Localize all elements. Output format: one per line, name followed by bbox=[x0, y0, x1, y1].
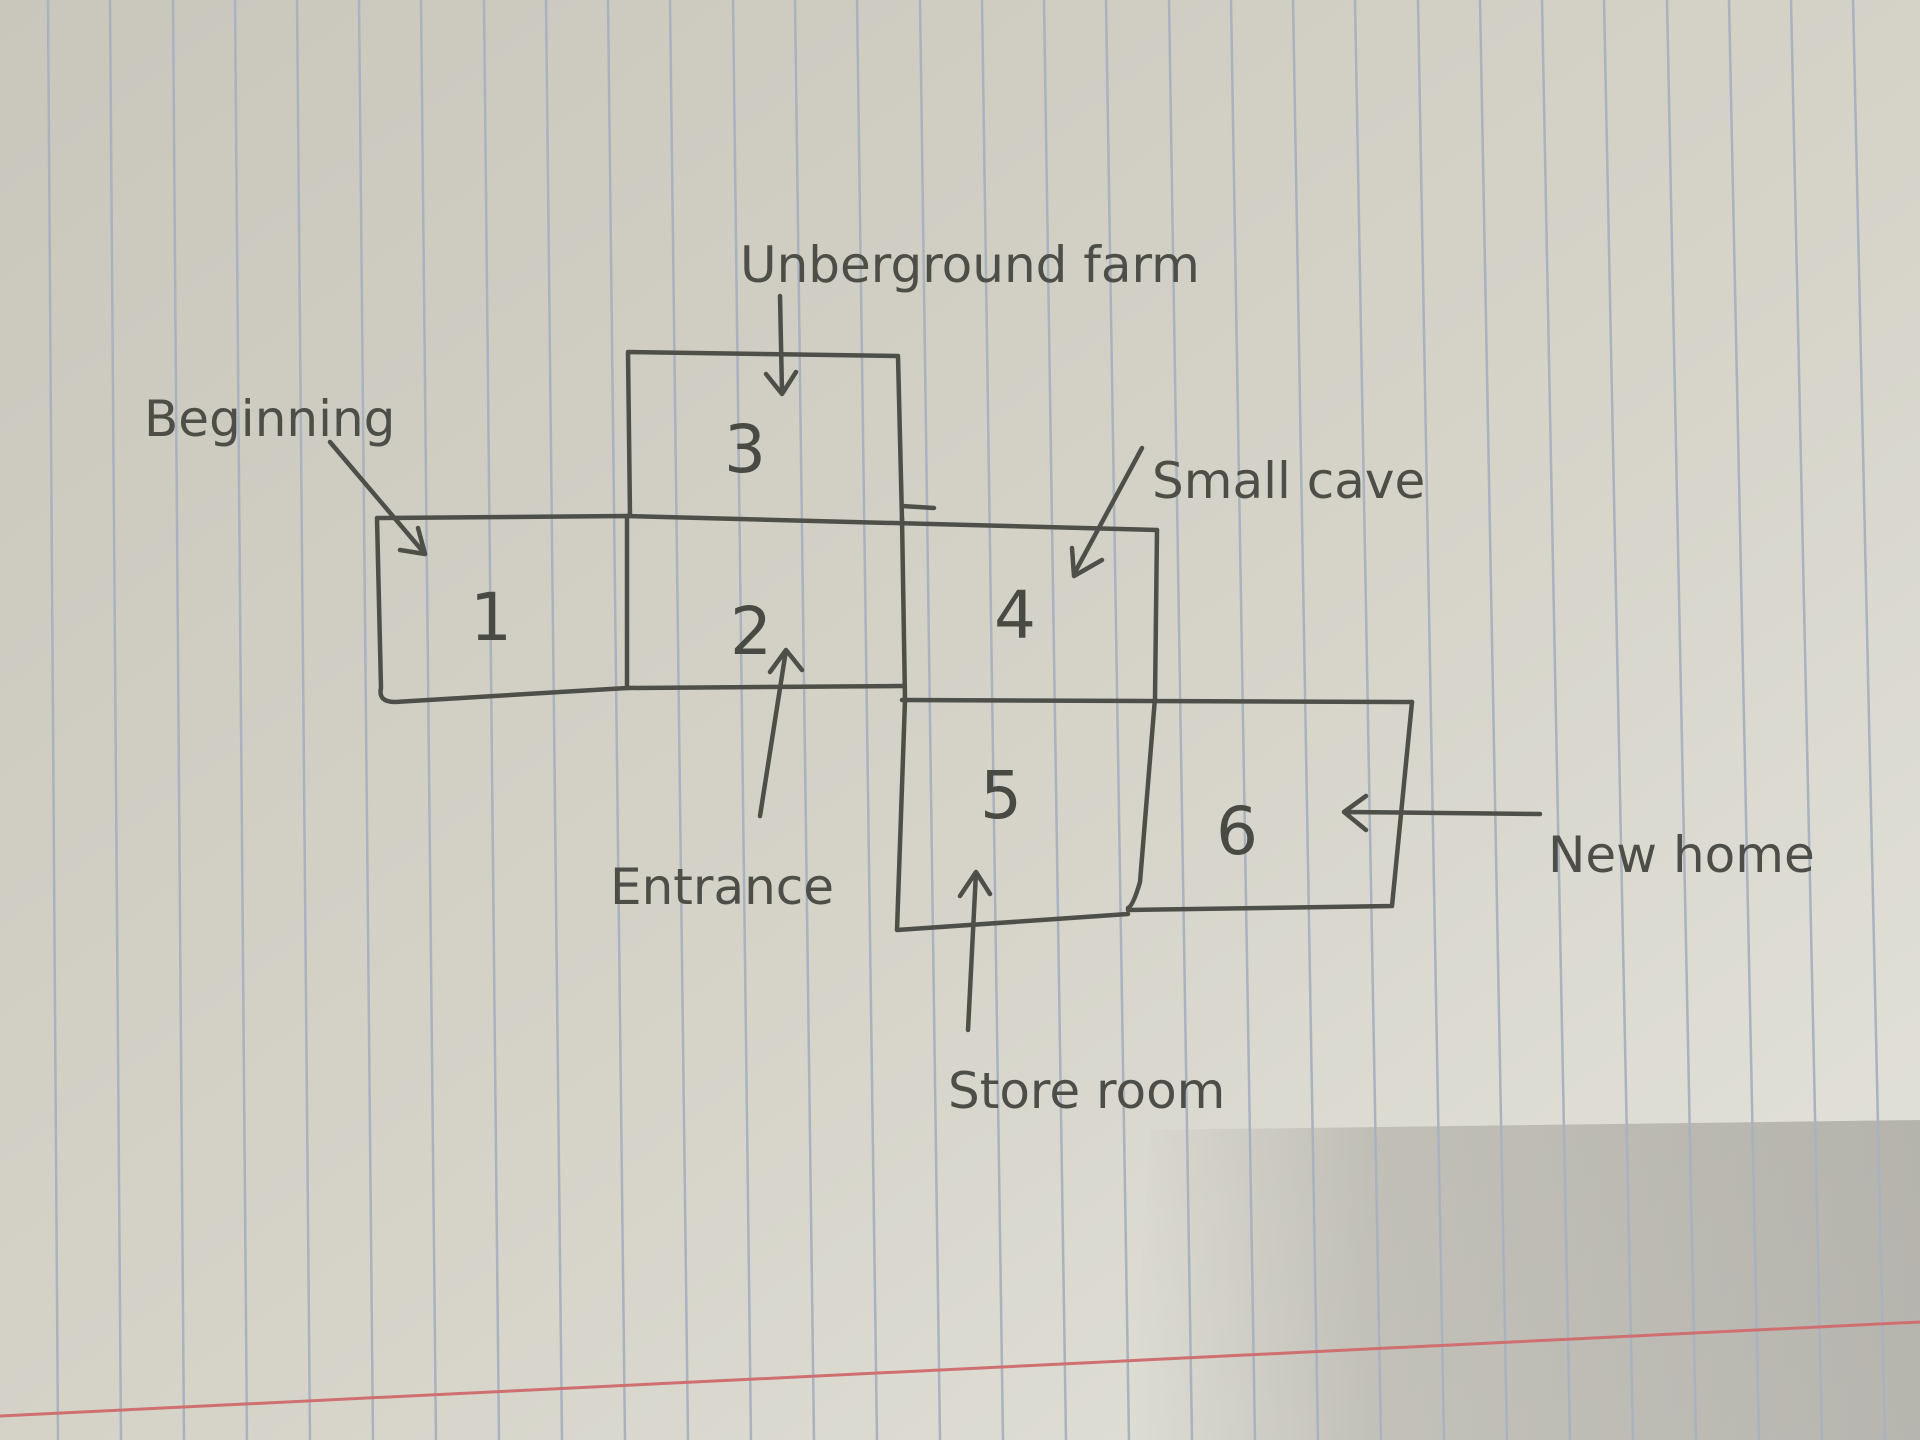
label-store-room: Store room bbox=[948, 1062, 1225, 1120]
label-underground-farm: Unberground farm bbox=[740, 236, 1200, 294]
label-small-cave: Small cave bbox=[1152, 452, 1425, 510]
room-numbers: 1 2 3 4 5 6 bbox=[470, 411, 1258, 870]
room-box-3 bbox=[625, 349, 905, 523]
room-box-5 bbox=[894, 697, 1131, 933]
room-box-5-6-top bbox=[899, 697, 1415, 705]
rule-lines bbox=[46, 0, 1887, 1440]
room-number-1: 1 bbox=[470, 579, 512, 656]
small-cave-arrow bbox=[1069, 445, 1145, 579]
room-number-4: 4 bbox=[994, 577, 1036, 654]
paper-shadow bbox=[1130, 1120, 1920, 1440]
room-box-2-divider bbox=[899, 515, 908, 703]
room-box-2-bottom bbox=[624, 683, 905, 691]
arrows bbox=[327, 293, 1543, 1033]
room-box-6 bbox=[1125, 699, 1415, 913]
margin-line bbox=[0, 1320, 1920, 1418]
store-room-arrow bbox=[957, 869, 993, 1033]
label-beginning: Beginning bbox=[144, 390, 395, 448]
beginning-arrow bbox=[327, 439, 428, 557]
room-number-5: 5 bbox=[980, 757, 1022, 834]
junction-tick bbox=[899, 503, 937, 511]
room-box-1 bbox=[374, 513, 630, 705]
room-box-4-right bbox=[1125, 527, 1160, 911]
entrance-arrow bbox=[757, 647, 805, 819]
label-new-home: New home bbox=[1548, 826, 1815, 884]
room-number-3: 3 bbox=[724, 411, 766, 488]
room-labels: Beginning Unberground farm Small cave En… bbox=[144, 236, 1815, 1120]
room-boxes bbox=[374, 349, 1415, 933]
room-number-6: 6 bbox=[1216, 793, 1258, 870]
underground-farm-arrow bbox=[763, 293, 799, 397]
room-number-2: 2 bbox=[730, 593, 772, 670]
room-box-2-4-top bbox=[624, 513, 1160, 533]
label-entrance: Entrance bbox=[610, 858, 834, 916]
new-home-arrow bbox=[1341, 793, 1543, 833]
